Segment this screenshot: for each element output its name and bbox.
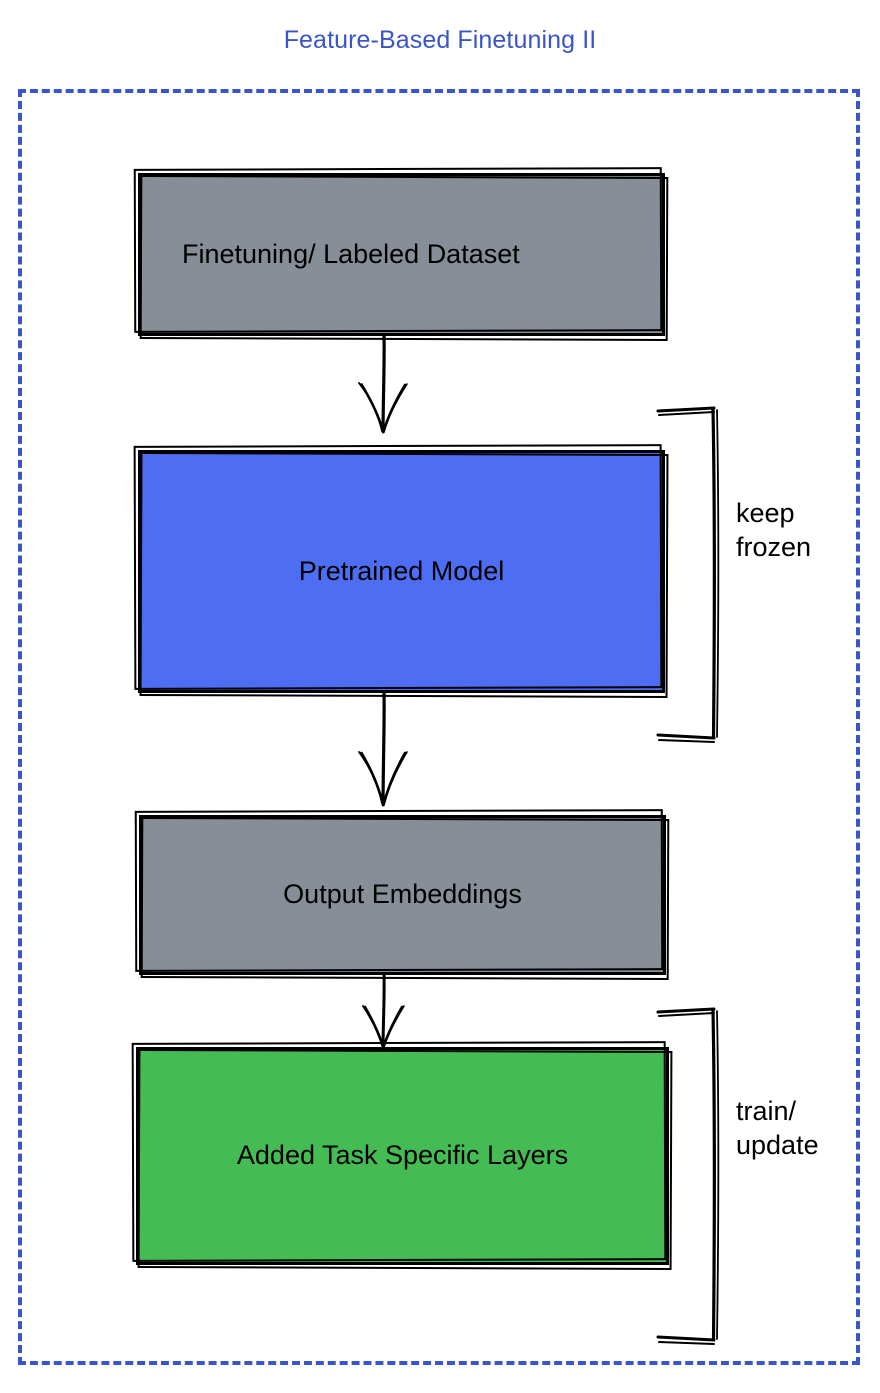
bracket-train-update (652, 1005, 724, 1345)
arrow-pretrained-to-embeddings (338, 689, 428, 817)
node-fill (138, 173, 665, 336)
node-fill (138, 450, 665, 693)
page-title: Feature-Based Finetuning II (283, 26, 597, 54)
annotation-keep-frozen: keep frozen (736, 498, 812, 562)
node-fill (136, 1047, 669, 1265)
arrow-dataset-to-pretrained (338, 332, 428, 454)
node-added-task-specific-layers[interactable]: Added Task Specific Layers (131, 1041, 673, 1271)
diagram-outer-frame (18, 89, 860, 1365)
annotation-train-update: train/ update (736, 1096, 819, 1160)
node-pretrained-model[interactable]: Pretrained Model (133, 444, 669, 699)
arrow-embeddings-to-layers (338, 971, 428, 1051)
node-finetuning-labeled-dataset[interactable]: Finetuning/ Labeled Dataset (133, 167, 669, 342)
bracket-keep-frozen (652, 405, 724, 743)
node-output-embeddings[interactable]: Output Embeddings (134, 809, 670, 981)
node-fill (139, 815, 666, 975)
